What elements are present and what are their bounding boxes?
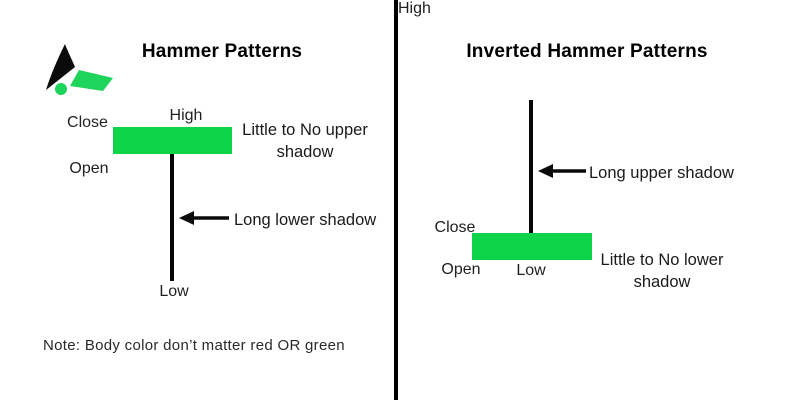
hammer-title: Hammer Patterns <box>141 41 303 62</box>
inverted-open-label: Open <box>441 261 481 278</box>
hammer-lower-shadow-annotation: Long lower shadow <box>234 211 377 229</box>
right-arrow-icon <box>538 163 588 179</box>
hammer-close-label: Close <box>67 114 108 131</box>
logo-green-parallelogram <box>70 70 113 91</box>
left-arrow-icon <box>179 210 231 226</box>
inverted-close-label: Close <box>434 219 476 236</box>
hammer-high-label: High <box>169 107 203 124</box>
body-color-note: Note: Body color don’t matter red OR gre… <box>43 337 345 354</box>
inverted-low-label: Low <box>516 262 546 279</box>
inverted-upper-shadow-annotation: Long upper shadow <box>589 164 734 182</box>
logo-green-dot <box>55 83 67 95</box>
center-divider <box>394 0 398 400</box>
hammer-lower-wick <box>170 154 174 281</box>
inverted-lower-shadow-annotation: Little to No lower shadow <box>600 251 724 291</box>
hammer-open-label: Open <box>69 160 109 177</box>
hammer-upper-shadow-annotation: Little to No upper shadow <box>242 121 368 161</box>
hammer-candle-body <box>113 127 232 154</box>
inverted-candle-body <box>472 233 592 260</box>
hammer-low-label: Low <box>159 283 189 300</box>
inverted-high-label: High <box>398 0 431 17</box>
hammer-panel: Hammer Patterns Close High Open Low Litt… <box>40 40 377 354</box>
brand-logo-icon <box>40 40 116 98</box>
inverted-upper-wick <box>529 100 533 234</box>
inverted-hammer-title: Inverted Hammer Patterns <box>466 41 708 62</box>
logo-black-blade <box>46 44 75 90</box>
inverted-hammer-panel: Inverted Hammer Patterns High Close Open… <box>398 0 787 400</box>
